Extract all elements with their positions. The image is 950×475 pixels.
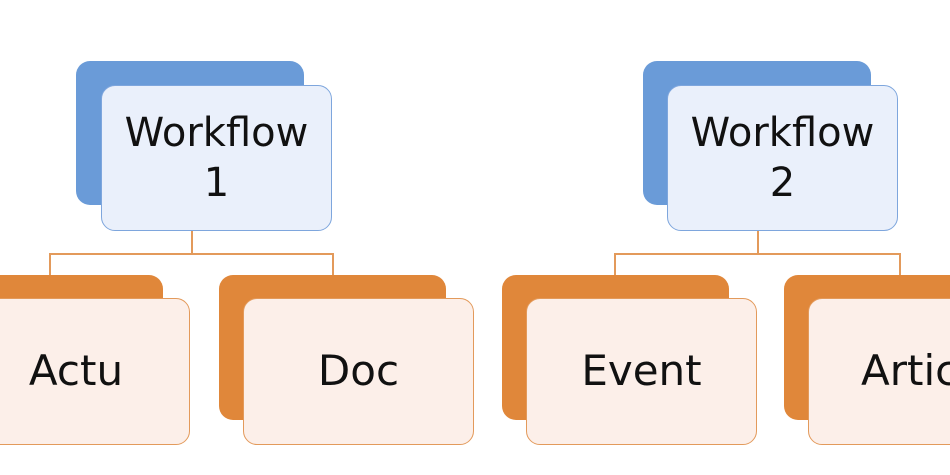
event-node: Event: [526, 298, 757, 445]
event-label: Event: [581, 346, 702, 396]
actu-label: Actu: [28, 346, 124, 396]
workflow-2-title: Workflow 2: [690, 110, 875, 206]
doc-label: Doc: [317, 346, 400, 396]
workflow-2-drop-right: [899, 253, 901, 275]
workflow-2-branch-bar: [614, 253, 900, 255]
workflow-1-stem: [191, 231, 193, 253]
workflow-1-node: Workflow 1: [101, 85, 332, 231]
artic-node: Artic: [808, 298, 950, 445]
workflow-2-node: Workflow 2: [667, 85, 898, 231]
artic-label: Artic: [861, 346, 950, 396]
workflow-1-branch-bar: [49, 253, 333, 255]
workflow-1-drop-left: [49, 253, 51, 275]
workflow-1-drop-right: [332, 253, 334, 275]
actu-node: Actu: [0, 298, 190, 445]
doc-node: Doc: [243, 298, 474, 445]
workflow-2-stem: [757, 231, 759, 253]
workflow-2-drop-left: [614, 253, 616, 275]
workflow-1-title: Workflow 1: [124, 110, 309, 206]
